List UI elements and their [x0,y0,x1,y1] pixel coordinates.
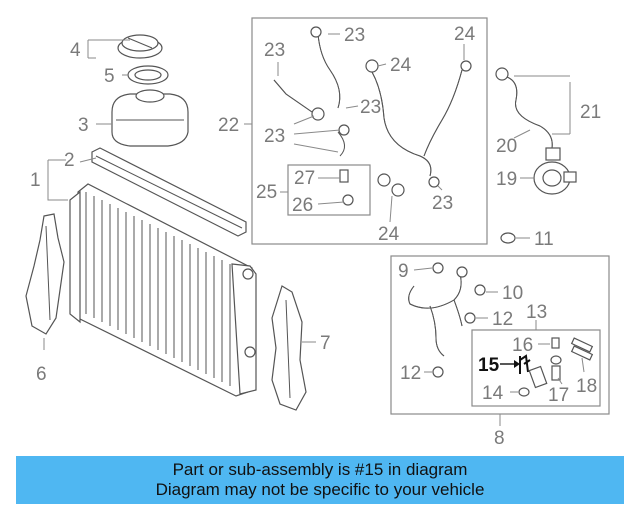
callout-16: 16 [512,335,533,356]
callout-27: 27 [294,168,315,189]
callout-14: 14 [482,383,504,404]
callout-24-a: 24 [390,55,412,76]
part-17 [550,355,562,381]
callout-2: 2 [64,150,75,171]
pipe-connector [528,365,548,389]
clamp-11 [500,232,516,244]
coolant-reservoir [111,89,189,147]
callout-12-b: 12 [400,363,421,384]
part-18 [570,337,594,361]
callout-13: 13 [526,302,547,323]
part-15-clip [519,354,531,374]
callout-24-b: 24 [454,24,476,45]
callout-1: 1 [30,170,41,191]
callout-24-c: 24 [378,224,400,245]
info-banner: Part or sub-assembly is #15 in diagram D… [16,456,624,504]
callout-6: 6 [36,364,47,385]
banner-line-1: Part or sub-assembly is #15 in diagram [172,460,468,479]
callout-23-c: 23 [360,97,381,118]
callout-23-e: 23 [432,193,453,214]
callout-22: 22 [218,115,239,136]
callout-11: 11 [534,229,554,250]
seal-ring [127,65,169,85]
group-box-25 [287,164,371,216]
air-guide-right [271,285,307,411]
callout-7: 7 [320,333,331,354]
callout-3: 3 [78,115,89,136]
callout-12-a: 12 [492,309,513,330]
callout-23-b: 23 [264,40,285,61]
leader-lines [43,33,585,426]
callout-5: 5 [104,66,115,87]
parts-diagram: 4 5 3 2 1 6 7 8 23 23 24 24 23 22 23 25 … [25,17,610,449]
part-16 [551,337,560,349]
callout-15: 15 [478,355,500,376]
callout-9: 9 [398,261,409,282]
callout-21: 21 [580,102,601,123]
part-14 [518,387,530,397]
coolant-hose-20 [495,67,553,149]
banner-line-2: Diagram may not be specific to your vehi… [155,480,485,499]
air-guide-left [25,213,65,335]
callout-20: 20 [496,136,517,157]
callout-23-d: 23 [264,126,285,147]
water-pump [533,147,577,195]
hose-group-22 [273,26,472,206]
callout-8: 8 [494,428,505,449]
group-box-22 [251,17,488,245]
callout-25: 25 [256,182,277,203]
callout-4: 4 [70,40,81,61]
callout-17: 17 [548,385,569,406]
callout-10: 10 [502,283,523,304]
radiator [69,183,257,397]
callout-18: 18 [576,376,597,397]
callout-26: 26 [292,195,313,216]
radiator-seal-strip [91,147,247,237]
callout-19: 19 [496,169,517,190]
callout-23-a: 23 [344,25,365,46]
reservoir-cap [117,34,163,59]
coolant-pipe-group-8 [408,262,486,378]
